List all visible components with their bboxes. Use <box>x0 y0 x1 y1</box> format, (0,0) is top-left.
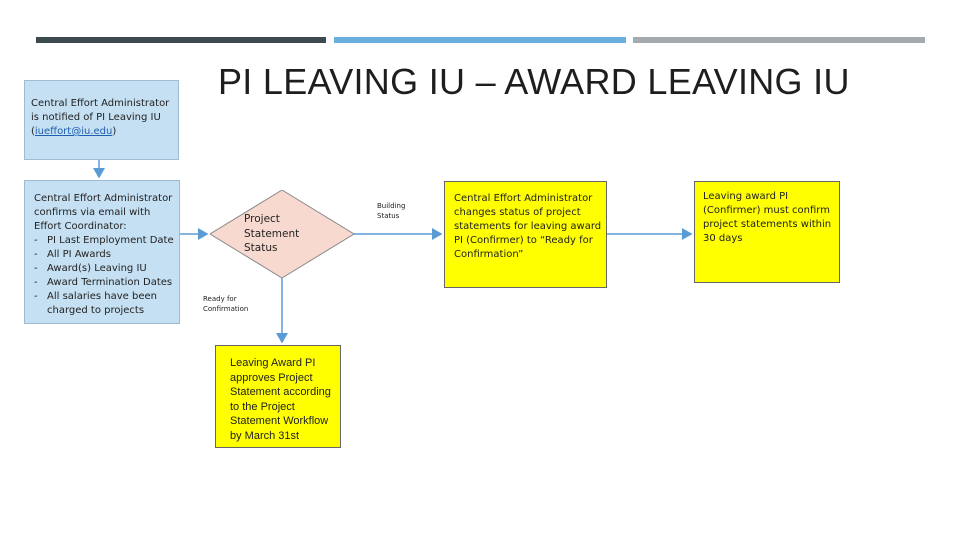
header-bar-gray <box>633 37 925 43</box>
approve-box: Leaving Award PI approves Project Statem… <box>215 345 341 448</box>
list-item: PI Last Employment Date <box>34 234 175 248</box>
change-status-box: Central Effort Administrator changes sta… <box>444 181 607 288</box>
header-bar-dark <box>36 37 326 43</box>
list-item: Award(s) Leaving IU <box>34 262 175 276</box>
slide-title: PI LEAVING IU – AWARD LEAVING IU <box>218 61 850 102</box>
confirmer-box: Leaving award PI (Confirmer) must confir… <box>694 181 840 283</box>
decision-label: Project Statement Status <box>244 213 300 254</box>
iueffort-email-link[interactable]: iueffort@iu.edu <box>34 126 113 137</box>
notify-text-end: ) <box>112 126 117 137</box>
decision-diamond <box>210 190 354 278</box>
edge-label-building: Building Status <box>377 202 406 220</box>
list-item: All PI Awards <box>34 248 175 262</box>
list-item: Award Termination Dates <box>34 276 175 290</box>
list-item: All salaries have been charged to projec… <box>34 290 175 318</box>
confirm-intro: Central Effort Administrator confirms vi… <box>34 193 173 232</box>
notify-box: Central Effort Administrator is notified… <box>24 80 179 160</box>
confirm-list: PI Last Employment Date All PI Awards Aw… <box>34 234 175 318</box>
notify-text: Central Effort Administrator is notified… <box>31 98 170 137</box>
confirm-box: Central Effort Administrator confirms vi… <box>24 180 180 324</box>
header-bar-blue <box>334 37 626 43</box>
edge-label-ready: Ready for Confirmation <box>203 295 249 313</box>
